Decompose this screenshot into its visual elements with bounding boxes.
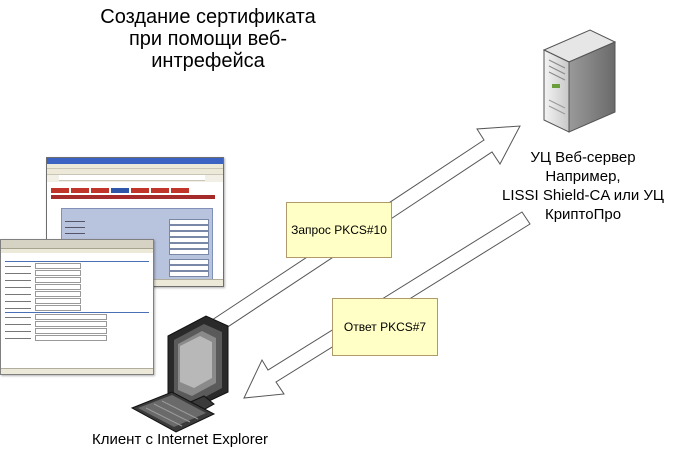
- client-label: Клиент с Internet Explorer: [91, 431, 269, 448]
- diagram-title-line: при помощи веб-: [128, 28, 288, 50]
- diagram-title-line: Создание сертификата: [100, 6, 316, 28]
- response-label: Ответ PKCS#7: [343, 320, 427, 334]
- request-label: Запрос PKCS#10: [291, 223, 387, 237]
- server-label-line: КриптоПро: [544, 206, 622, 223]
- server-label-line: УЦ Веб-сервер: [530, 149, 636, 166]
- computer-icon: [130, 315, 229, 433]
- server-label: УЦ Веб-сервер Например, LISSI Shield-CA …: [488, 148, 678, 224]
- server-label-line: LISSI Shield-CA или УЦ: [501, 187, 665, 204]
- server-icon: [542, 29, 617, 133]
- request-box: Запрос PKCS#10: [286, 202, 392, 258]
- response-box: Ответ PKCS#7: [332, 298, 438, 356]
- server-label-line: Например,: [545, 168, 621, 185]
- browser-window-icon: [0, 239, 154, 375]
- diagram-title-line: интрефейса: [151, 50, 265, 72]
